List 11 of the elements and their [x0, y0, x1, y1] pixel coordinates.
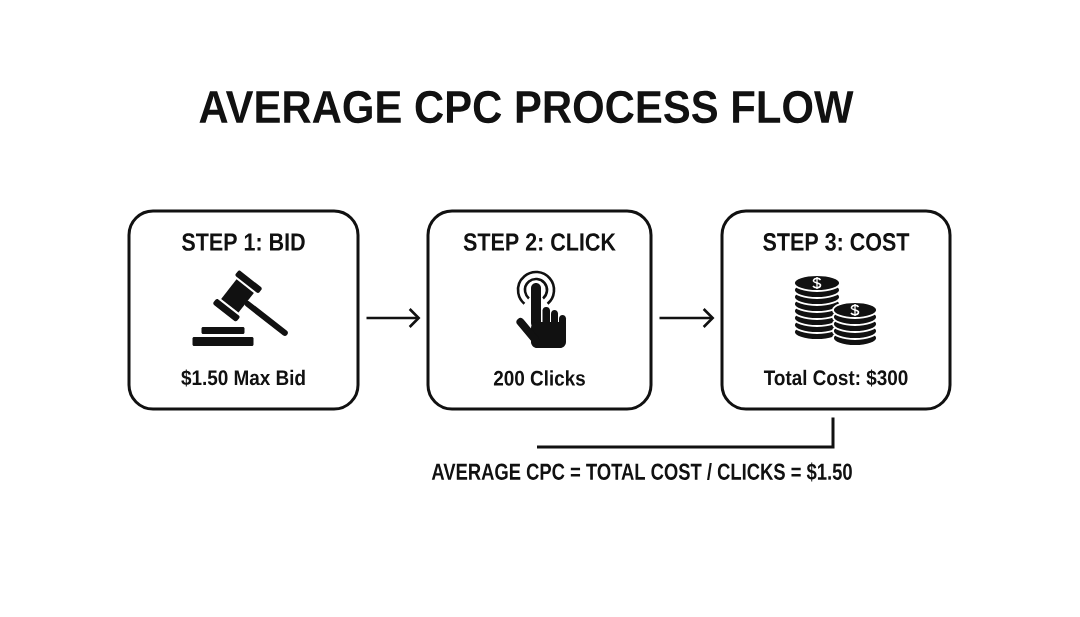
title: AVERAGE CPC PROCESS FLOW	[199, 90, 854, 124]
step-value: $1.50 Max Bid	[181, 369, 305, 387]
step-title: STEP 3: COST	[763, 233, 910, 251]
step-title: STEP 1: BID	[182, 233, 305, 251]
arrow	[366, 308, 421, 328]
connector-line	[537, 417, 835, 449]
arrow	[659, 308, 715, 328]
formula-text: AVERAGE CPC = TOTAL COST / CLICKS = $1.50	[431, 462, 852, 482]
step-value: 200 Clicks	[493, 370, 585, 386]
step-title: STEP 2: CLICK	[463, 233, 616, 251]
step-value: Total Cost: $300	[763, 369, 908, 387]
